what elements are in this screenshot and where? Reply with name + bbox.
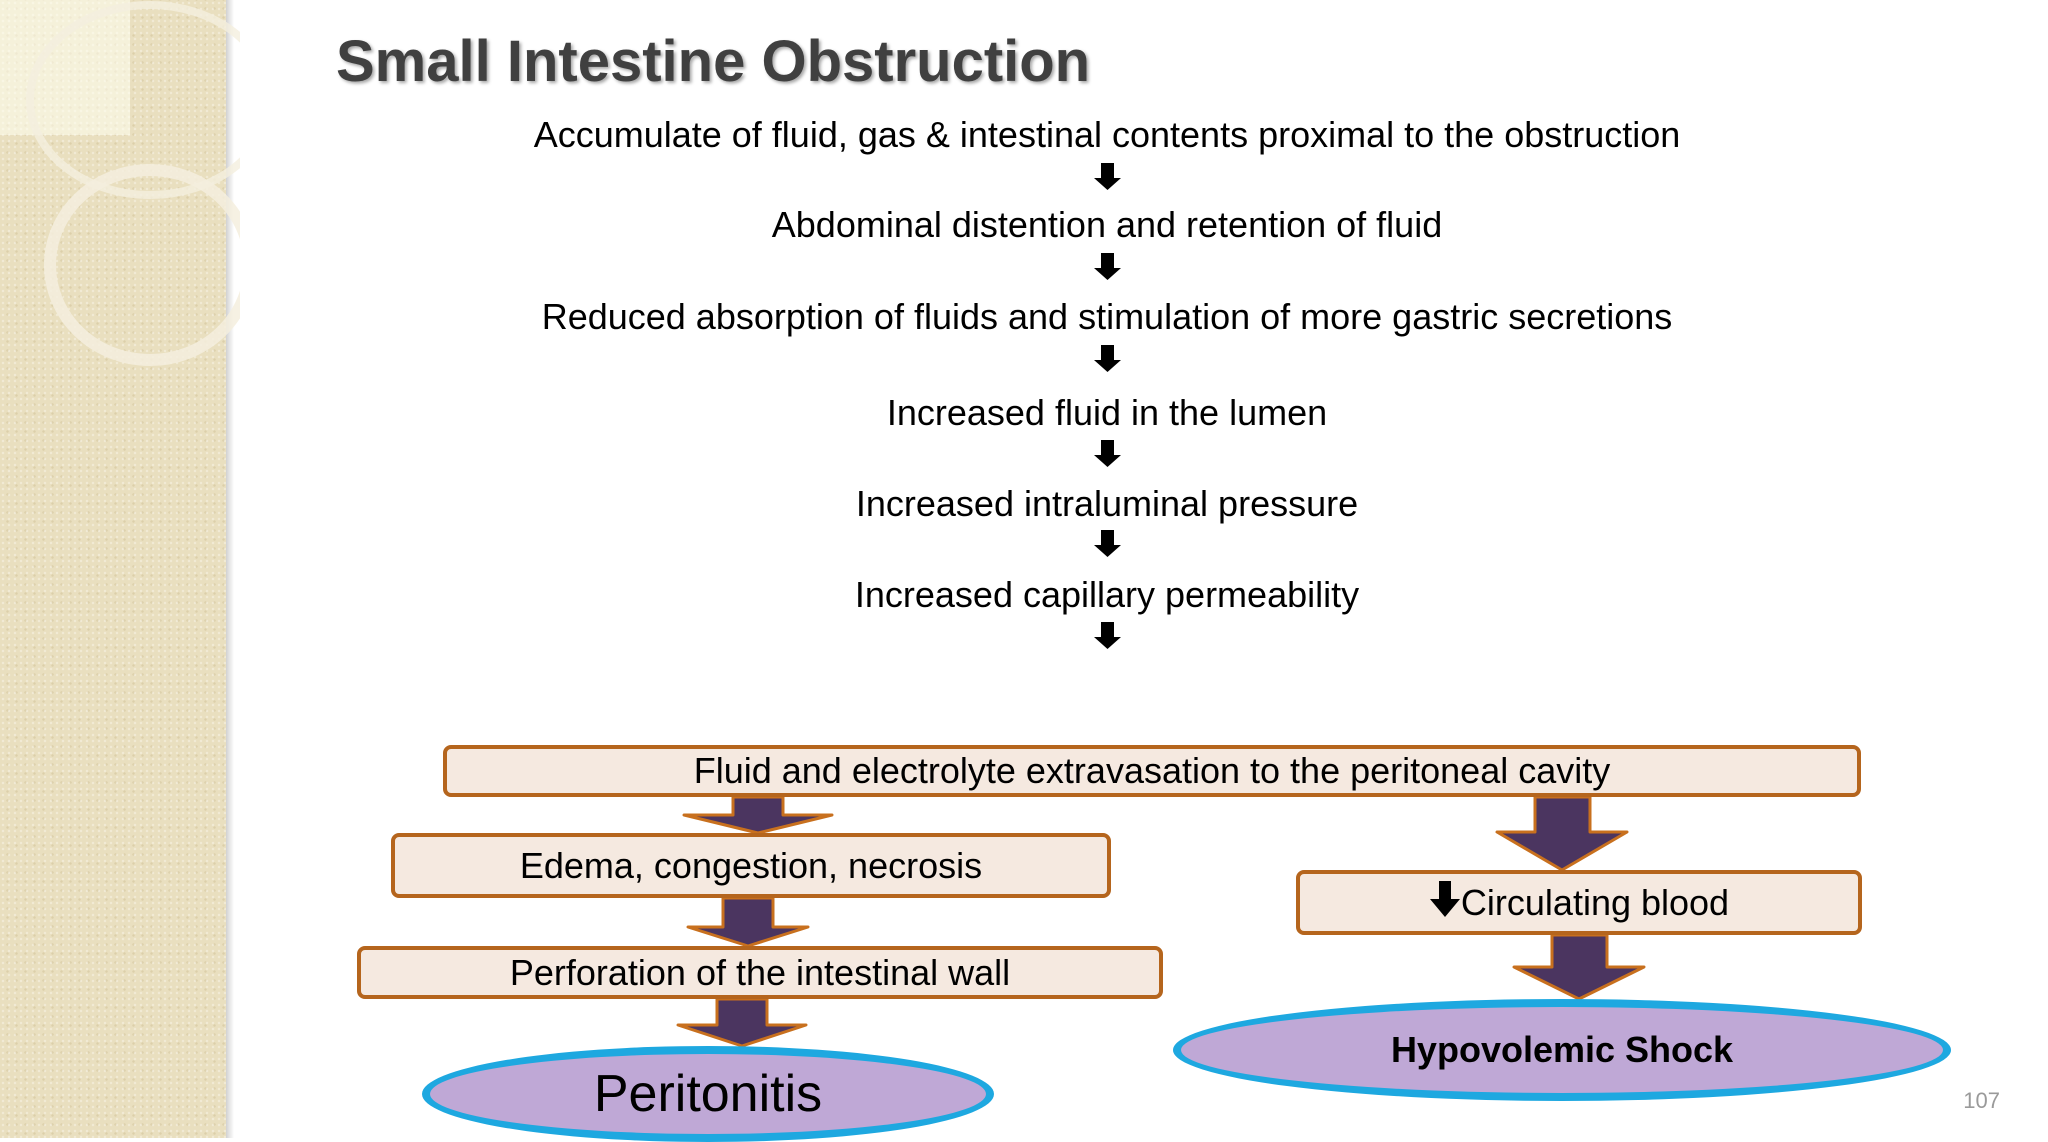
- block-down-arrow-icon: [682, 795, 834, 835]
- down-arrow-icon: [1094, 163, 1121, 190]
- sidebar-highlight: [0, 0, 130, 135]
- edema-box: Edema, congestion, necrosis: [391, 833, 1111, 898]
- hypovolemic-shock-ellipse: Hypovolemic Shock: [1173, 999, 1951, 1101]
- peritonitis-ellipse: Peritonitis: [422, 1046, 994, 1142]
- flow-step-5: Increased intraluminal pressure: [855, 483, 1359, 524]
- block-down-arrow-icon: [1512, 933, 1646, 1001]
- perforation-label: Perforation of the intestinal wall: [509, 952, 1011, 993]
- flow-step-2: Abdominal distention and retention of fl…: [771, 204, 1443, 245]
- page-number: 107: [1963, 1088, 2000, 1113]
- down-arrow-icon: [1429, 881, 1460, 917]
- down-arrow-icon: [1094, 622, 1121, 649]
- hypovolemic-shock-label: Hypovolemic Shock: [1390, 1029, 1734, 1070]
- peritonitis-label: Peritonitis: [593, 1065, 823, 1123]
- block-down-arrow-icon: [686, 896, 810, 948]
- perforation-box: Perforation of the intestinal wall: [357, 946, 1163, 999]
- circulating-blood-box: Circulating blood: [1296, 870, 1862, 935]
- down-arrow-icon: [1094, 345, 1121, 372]
- sidebar-shadow: [226, 0, 234, 1138]
- block-down-arrow-icon: [676, 997, 808, 1048]
- flow-step-3: Reduced absorption of fluids and stimula…: [541, 296, 1673, 337]
- extravasation-box: Fluid and electrolyte extravasation to t…: [443, 745, 1861, 797]
- down-arrow-icon: [1094, 440, 1121, 467]
- slide-title: Small Intestine Obstruction: [336, 29, 1091, 94]
- extravasation-label: Fluid and electrolyte extravasation to t…: [693, 750, 1611, 791]
- flow-step-6: Increased capillary permeability: [854, 574, 1360, 615]
- edema-label: Edema, congestion, necrosis: [519, 845, 983, 886]
- down-arrow-icon: [1094, 253, 1121, 280]
- flow-step-1: Accumulate of fluid, gas & intestinal co…: [533, 114, 1681, 155]
- down-arrow-icon: [1094, 530, 1121, 557]
- block-down-arrow-icon: [1495, 795, 1629, 872]
- decorative-rings: [26, 1, 240, 366]
- flow-step-4: Increased fluid in the lumen: [886, 392, 1328, 433]
- circulating-blood-label: Circulating blood: [1460, 882, 1730, 923]
